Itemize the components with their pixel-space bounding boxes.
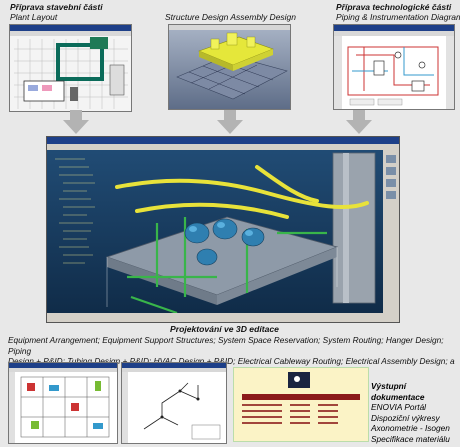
structure-design-subtitle: Structure Design Assembly Design: [165, 12, 297, 22]
pid-image: [334, 25, 454, 109]
down-arrow-icon: [63, 110, 89, 134]
output-documentation: Výstupní dokumentace ENOVIA Portál Dispo…: [371, 381, 460, 444]
output-item: Dispoziční výkresy: [371, 412, 440, 423]
drawing-screenshot: [8, 362, 118, 444]
structure-design-image: [169, 25, 290, 109]
plant-layout-heading: Příprava stavební části: [10, 2, 103, 12]
output-item: Axonometrie - Isogen: [371, 423, 450, 433]
down-arrow-icon: [346, 110, 372, 134]
isometric-image: [122, 363, 226, 443]
specification-report-screenshot: [233, 367, 369, 442]
main-3d-cad-screenshot: [46, 136, 400, 323]
piping-heading: Příprava technologické části: [336, 2, 452, 12]
plant-layout-subtitle: Plant Layout: [10, 12, 58, 22]
isometric-screenshot: [121, 362, 227, 444]
down-arrow-icon: [217, 110, 243, 134]
output-item: ENOVIA Portál: [371, 402, 427, 412]
piping-subtitle: Piping & Instrumentation Diagram: [336, 12, 460, 22]
specification-report-image: [234, 368, 368, 441]
drawing-image: [9, 363, 117, 443]
output-item: Specifikace materiálu: [371, 433, 450, 444]
structure-design-screenshot: [168, 24, 291, 110]
design-3d-description-line1: Equipment Arrangement; Equipment Support…: [8, 335, 444, 356]
design-3d-heading: Projektování ve 3D edítace: [170, 324, 279, 334]
output-heading: Výstupní dokumentace: [371, 381, 425, 402]
main-3d-cad-image: [47, 137, 399, 322]
plant-layout-screenshot: [9, 24, 132, 112]
plant-layout-image: [10, 25, 131, 111]
pid-screenshot: [333, 24, 455, 110]
